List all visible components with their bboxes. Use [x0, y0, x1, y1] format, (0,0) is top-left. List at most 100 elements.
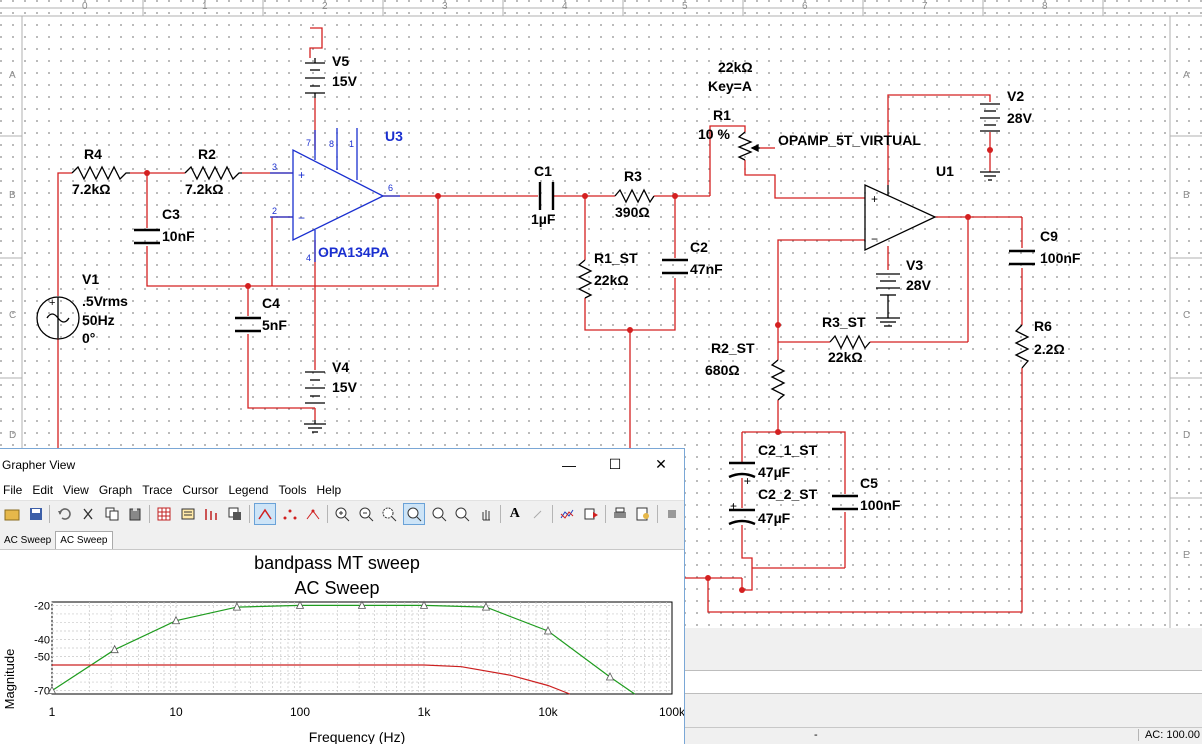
wires[interactable] [57, 27, 1023, 613]
save-icon[interactable] [26, 504, 46, 524]
junctions [144, 147, 993, 593]
r1st-value: 22kΩ [594, 272, 629, 288]
r1st-name: R1_ST [594, 250, 638, 266]
c9-capacitor-symbol[interactable] [1009, 249, 1035, 266]
c2-capacitor-symbol[interactable] [662, 258, 688, 275]
undo-icon[interactable] [54, 504, 74, 524]
grapher-titlebar[interactable]: Grapher View — ☐ ✕ [0, 449, 684, 480]
legend-icon[interactable] [178, 504, 198, 524]
r1-percent: 10 % [698, 126, 730, 142]
minimize-button[interactable]: — [562, 456, 576, 473]
v5-battery-symbol[interactable] [305, 58, 325, 98]
cursors-icon[interactable] [202, 504, 222, 524]
series-marker [357, 600, 367, 609]
menu-help[interactable]: Help [316, 483, 342, 497]
ruler-col-labels: 0 1 2 3 4 5 6 7 8 [82, 1, 1048, 12]
c22-capacitor-symbol[interactable] [728, 508, 756, 526]
r3st-name: R3_ST [822, 314, 866, 330]
menu-file[interactable]: File [3, 483, 23, 497]
stop-icon[interactable] [662, 504, 682, 524]
v3-battery-symbol[interactable] [876, 273, 900, 327]
series-marker [171, 615, 181, 625]
v5-name: V5 [332, 53, 349, 69]
select-all-icon[interactable] [225, 504, 245, 524]
y-tick-label: -40 [34, 634, 50, 646]
series-marker [543, 626, 553, 635]
r4-resistor-symbol[interactable] [71, 165, 130, 181]
v1-amplitude: .5Vrms [82, 293, 128, 309]
r2-resistor-symbol[interactable] [184, 165, 242, 181]
series-line-2 [52, 664, 571, 695]
print-preview-icon[interactable] [633, 504, 653, 524]
v3-value: 28V [906, 277, 932, 293]
u1-opamp-symbol[interactable] [864, 183, 937, 252]
r2st-resistor-symbol[interactable] [770, 359, 786, 401]
r6-resistor-symbol[interactable] [1014, 324, 1030, 369]
tab-ac-sweep-1[interactable]: AC Sweep [4, 535, 52, 546]
menu-graph[interactable]: Graph [98, 483, 133, 497]
series-marker [605, 672, 615, 681]
maximize-button[interactable]: ☐ [608, 456, 622, 472]
zoom-in-icon[interactable] [332, 504, 352, 524]
u3-opamp-symbol[interactable] [270, 128, 400, 262]
cursor-label-icon[interactable] [529, 504, 549, 524]
c21-name: C2_1_ST [758, 442, 818, 458]
cut-icon[interactable] [78, 504, 98, 524]
grapher-window[interactable]: Grapher View — ☐ ✕ File Edit View Graph … [0, 448, 685, 744]
zoom-out-icon[interactable] [356, 504, 376, 524]
pan-hand-icon[interactable] [476, 504, 496, 524]
ruler-col-8: 8 [1042, 1, 1048, 12]
paste-icon[interactable] [126, 504, 146, 524]
c21-plus-mark: + [744, 474, 751, 488]
ruler-col-4: 4 [562, 1, 568, 12]
open-icon[interactable] [2, 504, 22, 524]
menu-trace[interactable]: Trace [142, 483, 173, 497]
c3-capacitor-symbol[interactable] [134, 228, 160, 245]
c21-capacitor-symbol[interactable] [728, 461, 756, 479]
ruler-row-a: A [9, 70, 16, 81]
print-icon[interactable] [610, 504, 630, 524]
v1-ac-source-symbol[interactable] [36, 296, 80, 340]
v2-battery-symbol[interactable] [980, 103, 1000, 181]
status-bar: - AC: 100.00 [684, 727, 1202, 744]
menu-cursor[interactable]: Cursor [182, 483, 219, 497]
zoom-area-icon[interactable] [379, 504, 399, 524]
close-button[interactable]: ✕ [655, 456, 667, 472]
c5-value: 100nF [860, 497, 901, 513]
y-tick-label: -20 [34, 600, 50, 612]
output-field[interactable] [684, 670, 1202, 694]
r1st-resistor-symbol[interactable] [577, 259, 593, 299]
ruler-col-3: 3 [442, 1, 448, 12]
grid-icon[interactable] [154, 504, 174, 524]
r3st-resistor-symbol[interactable] [829, 334, 871, 350]
text-label-icon[interactable]: A [509, 506, 520, 521]
overlay-traces-icon[interactable] [557, 504, 577, 524]
plot-series [47, 600, 636, 695]
c1-capacitor-symbol[interactable] [538, 182, 555, 210]
c22-plus-mark: + [730, 499, 737, 513]
both-trace-icon[interactable] [303, 504, 323, 524]
points-trace-icon[interactable] [280, 504, 300, 524]
r3-resistor-symbol[interactable] [614, 188, 655, 204]
zoom-x-icon[interactable] [429, 504, 449, 524]
menu-edit[interactable]: Edit [32, 483, 54, 497]
v1-phase: 0° [82, 330, 95, 346]
ruler-row-c: C [9, 310, 16, 321]
ruler-row-a-right: A [1183, 70, 1190, 81]
r2-value: 7.2kΩ [185, 181, 223, 197]
c5-capacitor-symbol[interactable] [832, 494, 858, 511]
zoom-fit-icon[interactable] [403, 503, 425, 525]
v2-name: V2 [1007, 88, 1024, 104]
menu-tools[interactable]: Tools [278, 483, 307, 497]
menu-legend[interactable]: Legend [228, 483, 269, 497]
v4-battery-symbol[interactable] [304, 371, 326, 433]
r1-potentiometer-symbol[interactable] [737, 131, 760, 161]
tab-ac-sweep-2[interactable]: AC Sweep [55, 531, 113, 549]
menu-view[interactable]: View [63, 483, 89, 497]
copy-icon[interactable] [102, 504, 122, 524]
line-trace-icon[interactable] [253, 503, 276, 525]
zoom-y-icon[interactable] [453, 504, 473, 524]
ac-sweep-chart[interactable]: bandpass MT sweep AC Sweep Magnitude Fre… [0, 549, 684, 744]
c4-capacitor-symbol[interactable] [235, 316, 261, 333]
export-icon[interactable] [581, 504, 601, 524]
